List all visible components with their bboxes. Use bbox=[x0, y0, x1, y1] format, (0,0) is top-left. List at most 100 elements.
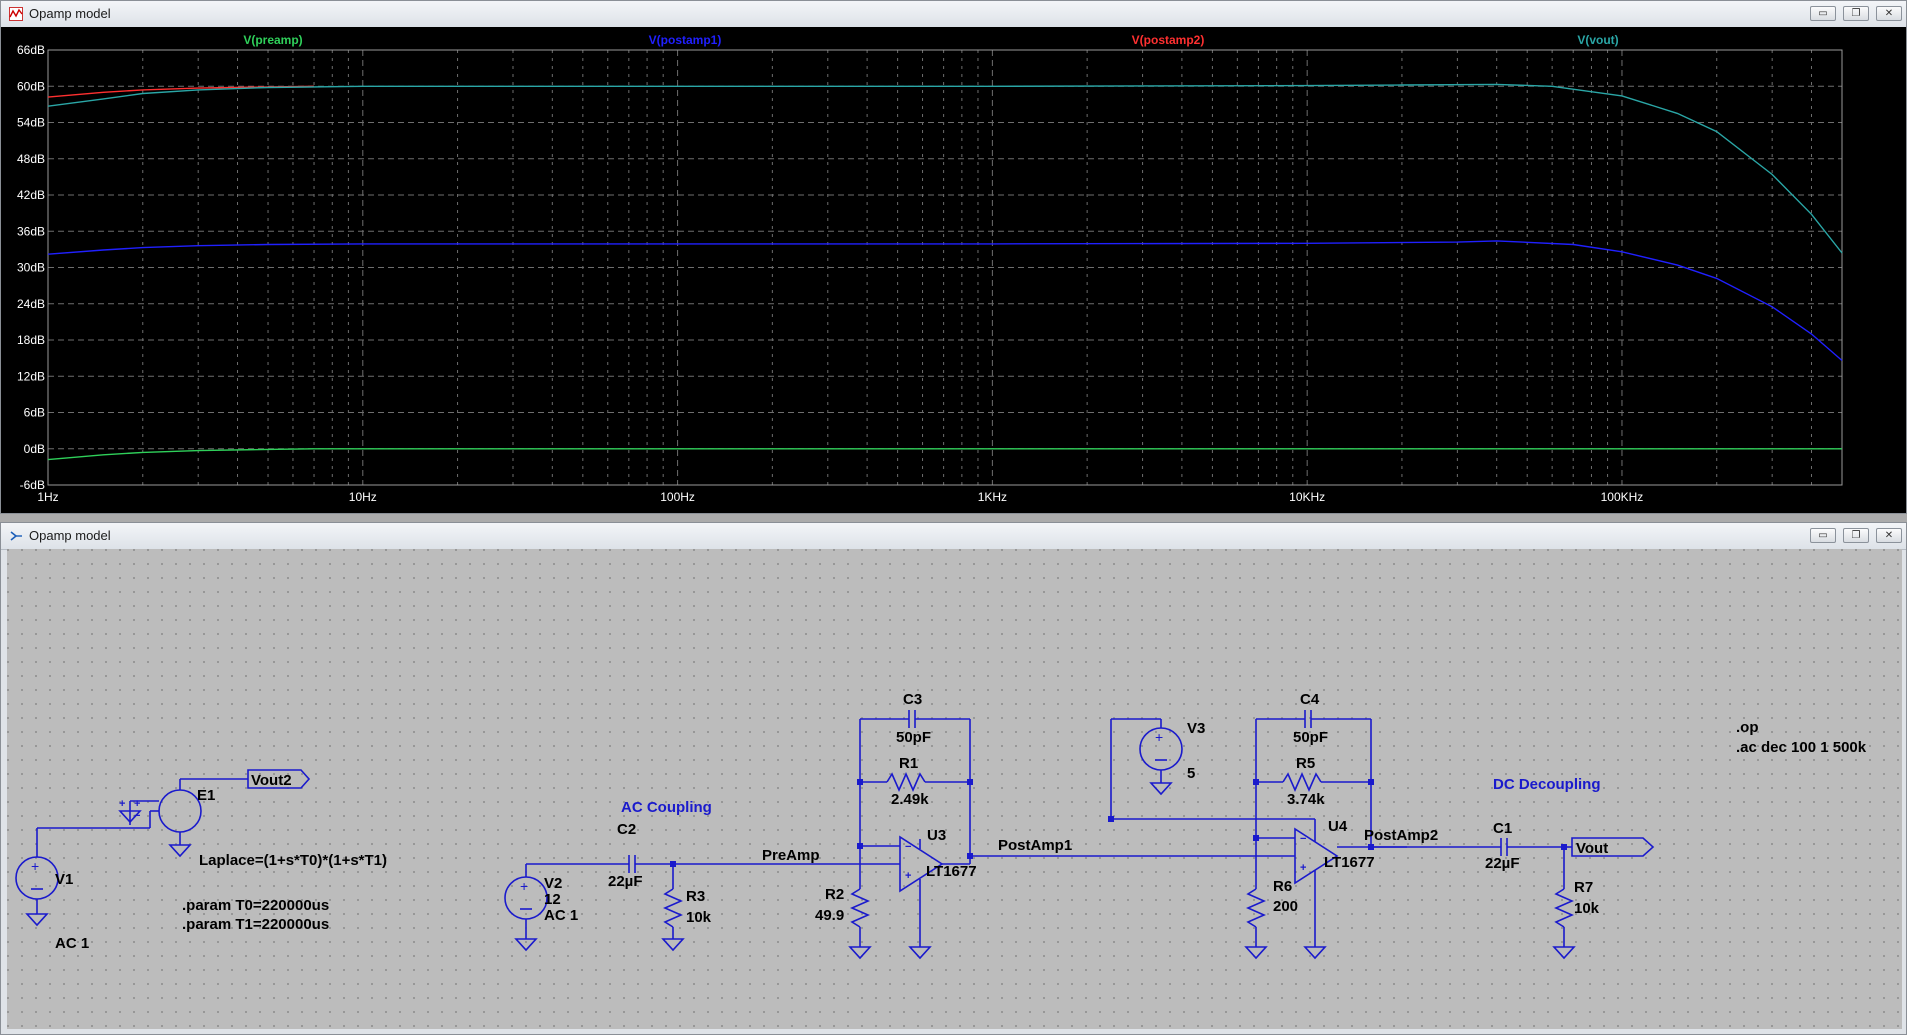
u4-part: LT1677 bbox=[1324, 854, 1375, 871]
u3-opamp[interactable] bbox=[899, 835, 970, 947]
svg-text:+: + bbox=[1155, 729, 1163, 745]
u4-label: U4 bbox=[1328, 818, 1348, 835]
r2-resistor[interactable] bbox=[850, 782, 900, 947]
r2-value: 49.9 bbox=[815, 907, 844, 924]
opamp-pin-signs: −+ −+ +− + bbox=[119, 798, 1306, 882]
legend-vpreamp[interactable]: V(preamp) bbox=[243, 33, 302, 47]
e1-ref-ground-icon bbox=[118, 810, 142, 824]
c4-label: C4 bbox=[1300, 691, 1320, 708]
restore-button[interactable]: ❐ bbox=[1843, 528, 1869, 543]
y-tick-label: 6dB bbox=[24, 406, 45, 420]
x-tick-label: 100Hz bbox=[660, 490, 695, 504]
x-tick-label: 100KHz bbox=[1601, 490, 1644, 504]
waveform-window-title: Opamp model bbox=[29, 6, 111, 21]
y-tick-label: 48dB bbox=[17, 152, 45, 166]
u3-part: LT1677 bbox=[926, 863, 977, 880]
preamp-netlabel: PreAmp bbox=[762, 847, 820, 864]
waveform-icon bbox=[9, 7, 23, 21]
y-tick-label: 0dB bbox=[24, 442, 45, 456]
legend-vvout[interactable]: V(vout) bbox=[1577, 33, 1618, 47]
y-tick-label: -6dB bbox=[20, 478, 45, 492]
waveform-plot[interactable]: 66dB60dB54dB48dB42dB36dB30dB24dB18dB12dB… bbox=[1, 27, 1906, 513]
r6-resistor[interactable] bbox=[1246, 782, 1295, 947]
schematic-canvas[interactable]: + bbox=[7, 549, 1902, 1029]
v2-voltage-source[interactable]: + bbox=[504, 863, 629, 939]
param-t0: .param T0=220000us bbox=[182, 897, 329, 914]
close-button[interactable]: ✕ bbox=[1876, 6, 1902, 21]
x-tick-label: 10KHz bbox=[1289, 490, 1325, 504]
minimize-button[interactable]: ▭ bbox=[1810, 6, 1836, 21]
r7-label: R7 bbox=[1574, 879, 1593, 896]
directive-op[interactable]: .op bbox=[1736, 719, 1759, 736]
legend-vpostamp1[interactable]: V(postamp1) bbox=[649, 33, 722, 47]
svg-text:+: + bbox=[119, 798, 125, 810]
y-tick-label: 42dB bbox=[17, 188, 45, 202]
e1-ground-icon bbox=[168, 844, 192, 858]
r1-resistor[interactable] bbox=[860, 772, 970, 792]
postamp2-netlabel: PostAmp2 bbox=[1364, 827, 1438, 844]
waveform-titlebar[interactable]: Opamp model ▭ ❐ ✕ bbox=[1, 1, 1906, 28]
plot-frame bbox=[47, 49, 1843, 486]
trace-vpostamp1[interactable] bbox=[47, 240, 1843, 362]
y-tick-label: 18dB bbox=[17, 333, 45, 347]
u3-label: U3 bbox=[927, 827, 946, 844]
v2-dc-value: 12 bbox=[544, 891, 561, 908]
c2-capacitor[interactable] bbox=[628, 855, 673, 873]
r3-value: 10k bbox=[686, 909, 712, 926]
v1-value: AC 1 bbox=[55, 935, 89, 952]
vout2-netlabel-shape bbox=[247, 769, 311, 789]
restore-button[interactable]: ❐ bbox=[1843, 6, 1869, 21]
legend-vpostamp2[interactable]: V(postamp2) bbox=[1132, 33, 1205, 47]
v2-ac-value: AC 1 bbox=[544, 907, 578, 924]
u4-ground-icon bbox=[1303, 946, 1327, 960]
svg-text:+: + bbox=[31, 858, 39, 874]
plot-background bbox=[1, 27, 1906, 513]
x-tick-label: 10Hz bbox=[349, 490, 377, 504]
trace-vvout[interactable] bbox=[47, 83, 1843, 254]
r5-resistor[interactable] bbox=[1256, 772, 1371, 792]
v3-ground-icon bbox=[1149, 782, 1173, 796]
param-t1: .param T1=220000us bbox=[182, 916, 329, 933]
y-tick-label: 30dB bbox=[17, 261, 45, 275]
r3-resistor[interactable] bbox=[663, 864, 683, 939]
c1-capacitor[interactable] bbox=[1371, 838, 1564, 856]
svg-text:+: + bbox=[1300, 862, 1306, 874]
close-button[interactable]: ✕ bbox=[1876, 528, 1902, 543]
e1-label: E1 bbox=[197, 787, 215, 804]
c2-label: C2 bbox=[617, 821, 636, 838]
junction-dots bbox=[670, 779, 1567, 867]
plot-traces bbox=[47, 83, 1843, 461]
c3-label: C3 bbox=[903, 691, 922, 708]
v1-ground-icon bbox=[25, 913, 49, 927]
x-tick-label: 1Hz bbox=[37, 490, 58, 504]
v1-voltage-source[interactable]: + bbox=[15, 827, 150, 914]
r1-value: 2.49k bbox=[891, 791, 929, 808]
r5-value: 3.74k bbox=[1287, 791, 1325, 808]
r7-value: 10k bbox=[1574, 900, 1600, 917]
e1-dependent-source[interactable] bbox=[129, 778, 248, 845]
r7-ground-icon bbox=[1552, 946, 1576, 960]
v3-value: 5 bbox=[1187, 765, 1195, 782]
r3-ground-icon bbox=[661, 938, 685, 952]
v2-ground-icon bbox=[514, 938, 538, 952]
trace-vpreamp[interactable] bbox=[47, 448, 1842, 461]
y-tick-label: 36dB bbox=[17, 224, 45, 238]
c3-capacitor[interactable] bbox=[859, 710, 971, 864]
vout2-netlabel: Vout2 bbox=[251, 772, 292, 789]
directive-ac[interactable]: .ac dec 100 1 500k bbox=[1736, 739, 1867, 756]
svg-text:+: + bbox=[134, 798, 140, 810]
svg-text:+: + bbox=[905, 870, 911, 882]
minimize-button[interactable]: ▭ bbox=[1810, 528, 1836, 543]
r6-value: 200 bbox=[1273, 898, 1298, 915]
schematic-window: Opamp model ▭ ❐ ✕ + bbox=[0, 522, 1907, 1035]
schematic-titlebar[interactable]: Opamp model ▭ ❐ ✕ bbox=[1, 523, 1906, 550]
v3-label: V3 bbox=[1187, 720, 1205, 737]
v2-label: V2 bbox=[544, 875, 562, 892]
r1-label: R1 bbox=[899, 755, 918, 772]
y-tick-label: 54dB bbox=[17, 116, 45, 130]
r2-label: R2 bbox=[825, 886, 844, 903]
c1-label: C1 bbox=[1493, 820, 1512, 837]
v3-voltage-source[interactable]: + bbox=[1110, 718, 1315, 820]
r6-ground-icon bbox=[1244, 946, 1268, 960]
